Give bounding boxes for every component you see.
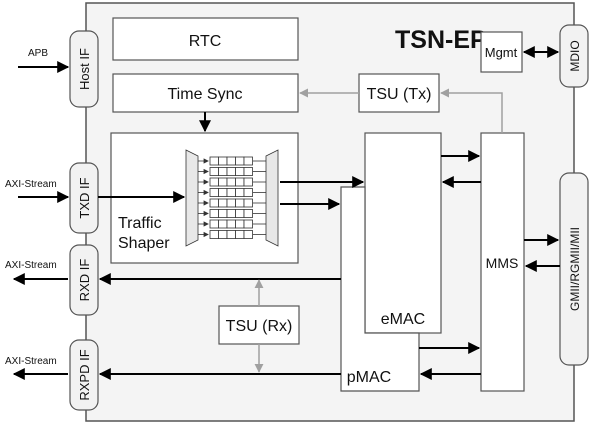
queue-cell <box>218 188 228 197</box>
mms-label: MMS <box>486 255 519 271</box>
queue-row-arrow-head <box>203 168 209 175</box>
axi-rxd-label: AXI-Stream <box>5 260 57 271</box>
queue-row-arrow-head <box>203 221 209 227</box>
queue-cell <box>226 230 236 239</box>
queue-row-arrow-head <box>203 179 209 185</box>
time-sync-label: Time Sync <box>168 86 243 103</box>
queue-cell <box>235 177 245 187</box>
rxpd-if-label: RXPD IF <box>77 349 92 400</box>
apb-label: APB <box>28 48 48 59</box>
queue-cell <box>218 177 228 187</box>
queue-cell <box>243 230 253 239</box>
tsu-tx-block <box>358 73 440 113</box>
queue-cell <box>243 188 253 197</box>
axi-txd-label: AXI-Stream <box>5 179 57 190</box>
rxd-if-label: RXD IF <box>77 259 92 302</box>
queue-cell <box>209 209 219 218</box>
queue-row-arrow-head <box>203 210 209 217</box>
queue-cell <box>226 219 236 229</box>
queue-cell <box>209 167 219 176</box>
queue-cell <box>235 156 245 166</box>
queue-cell <box>235 167 245 176</box>
queue-cell <box>235 198 245 208</box>
queue-cell <box>209 219 219 229</box>
rxpd-if-pill <box>69 339 99 411</box>
queue-cell <box>243 177 253 187</box>
rtc-label: RTC <box>189 33 222 50</box>
queue-cell <box>209 188 219 197</box>
host-if-pill <box>69 30 99 108</box>
queue-cell <box>235 188 245 197</box>
axi-rxpd-label: AXI-Stream <box>5 356 57 367</box>
queue-row-arrow-head <box>203 231 209 238</box>
time-sync-block <box>112 73 299 113</box>
emac-label: eMAC <box>381 311 425 328</box>
queue-cell <box>243 219 253 229</box>
queue-cell <box>209 230 219 239</box>
queue-cell <box>226 209 236 218</box>
txd-if-label: TXD IF <box>77 177 92 218</box>
queue-cell <box>226 188 236 197</box>
queue-cell <box>243 198 253 208</box>
tsu-rx-label: TSU (Rx) <box>226 318 293 335</box>
mdio-label: MDIO <box>568 40 582 71</box>
tsu-tx-label: TSU (Tx) <box>367 86 432 103</box>
queue-cell <box>218 230 228 239</box>
queue-cell <box>235 219 245 229</box>
queue-cell <box>209 177 219 187</box>
traffic-shaper-label-1: Traffic <box>118 215 162 232</box>
queue-cell <box>218 219 228 229</box>
mms-to-tsu-tx-arrow <box>440 88 503 133</box>
queue-row-arrow-head <box>203 158 209 164</box>
traffic-shaper-label-2: Shaper <box>118 235 170 252</box>
mgmt-label: Mgmt <box>485 45 518 60</box>
queue-cell <box>218 209 228 218</box>
gmii-label: GMII/RGMII/MII <box>568 227 582 311</box>
queue-cell <box>226 156 236 166</box>
queue-cell <box>218 198 228 208</box>
queue-row-arrow-head <box>203 200 209 206</box>
mdio-pill <box>559 24 589 88</box>
queue-cell <box>243 167 253 176</box>
queue-graphic <box>185 149 279 247</box>
pmac-label: pMAC <box>347 369 391 386</box>
host-if-label: Host IF <box>77 48 92 90</box>
queue-cell <box>243 209 253 218</box>
mgmt-block <box>480 31 523 73</box>
rtc-block <box>112 17 299 61</box>
queue-cell <box>209 156 219 166</box>
queue-cell <box>235 209 245 218</box>
mms-block <box>480 132 525 392</box>
tsn-ep-title: TSN-EP <box>395 26 487 54</box>
queue-cell <box>218 156 228 166</box>
pmac-block <box>340 186 420 392</box>
queue-row-arrow-head <box>203 189 209 196</box>
queue-cell <box>226 177 236 187</box>
emac-block <box>364 132 442 334</box>
queue-cell <box>218 167 228 176</box>
queue-cell <box>209 198 219 208</box>
gmii-pill <box>559 172 589 366</box>
queue-cell <box>235 230 245 239</box>
rxd-if-pill <box>69 244 99 316</box>
queue-cell <box>226 198 236 208</box>
queue-cell <box>226 167 236 176</box>
queue-cell <box>243 156 253 166</box>
